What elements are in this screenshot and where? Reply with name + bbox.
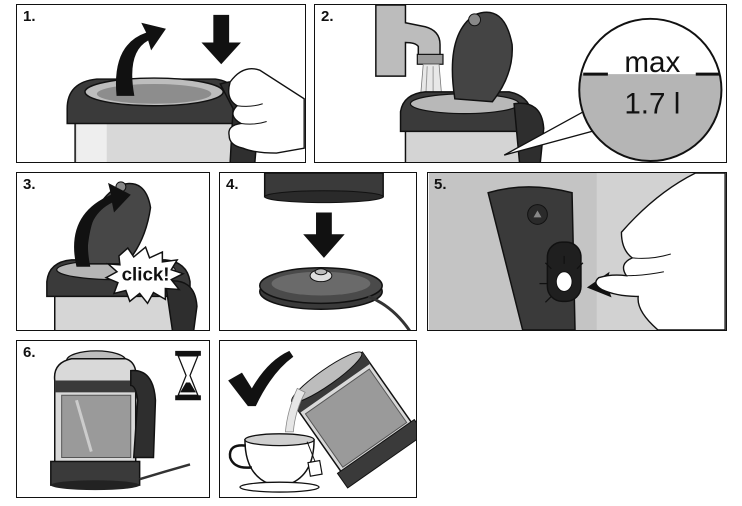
step-4-panel: 4. [219,172,417,331]
down-arrow-icon [201,14,241,65]
step-1-panel: 1. [16,4,306,163]
step-6-illustration [50,350,201,491]
step-5-illustration [428,173,726,330]
step-2-number: 2. [321,8,334,25]
step-6-panel: 6. [16,340,210,498]
step-1-illustration [66,14,305,162]
step-6-number: 6. [23,344,36,361]
capacity-label: 1.7 l [624,88,680,121]
step-2-illustration: max 1.7 l [375,5,723,162]
step-5-number: 5. [434,176,447,193]
step-5-panel: 5. [427,172,727,331]
down-arrow-icon [303,212,345,258]
step-7-panel [219,340,417,498]
step-1-number: 1. [23,8,36,25]
step-4-illustration [259,173,411,330]
step-3-panel: 3. click! [16,172,210,331]
click-label: click! [122,264,170,285]
max-label: max [624,46,680,79]
step-7-illustration [228,350,416,493]
hourglass-icon [175,350,201,401]
checkmark-icon [228,350,294,407]
step-2-panel: 2. max 1.7 l [314,4,727,163]
step-3-illustration: click! [46,181,198,330]
step-4-number: 4. [226,176,239,193]
step-3-number: 3. [23,176,36,193]
